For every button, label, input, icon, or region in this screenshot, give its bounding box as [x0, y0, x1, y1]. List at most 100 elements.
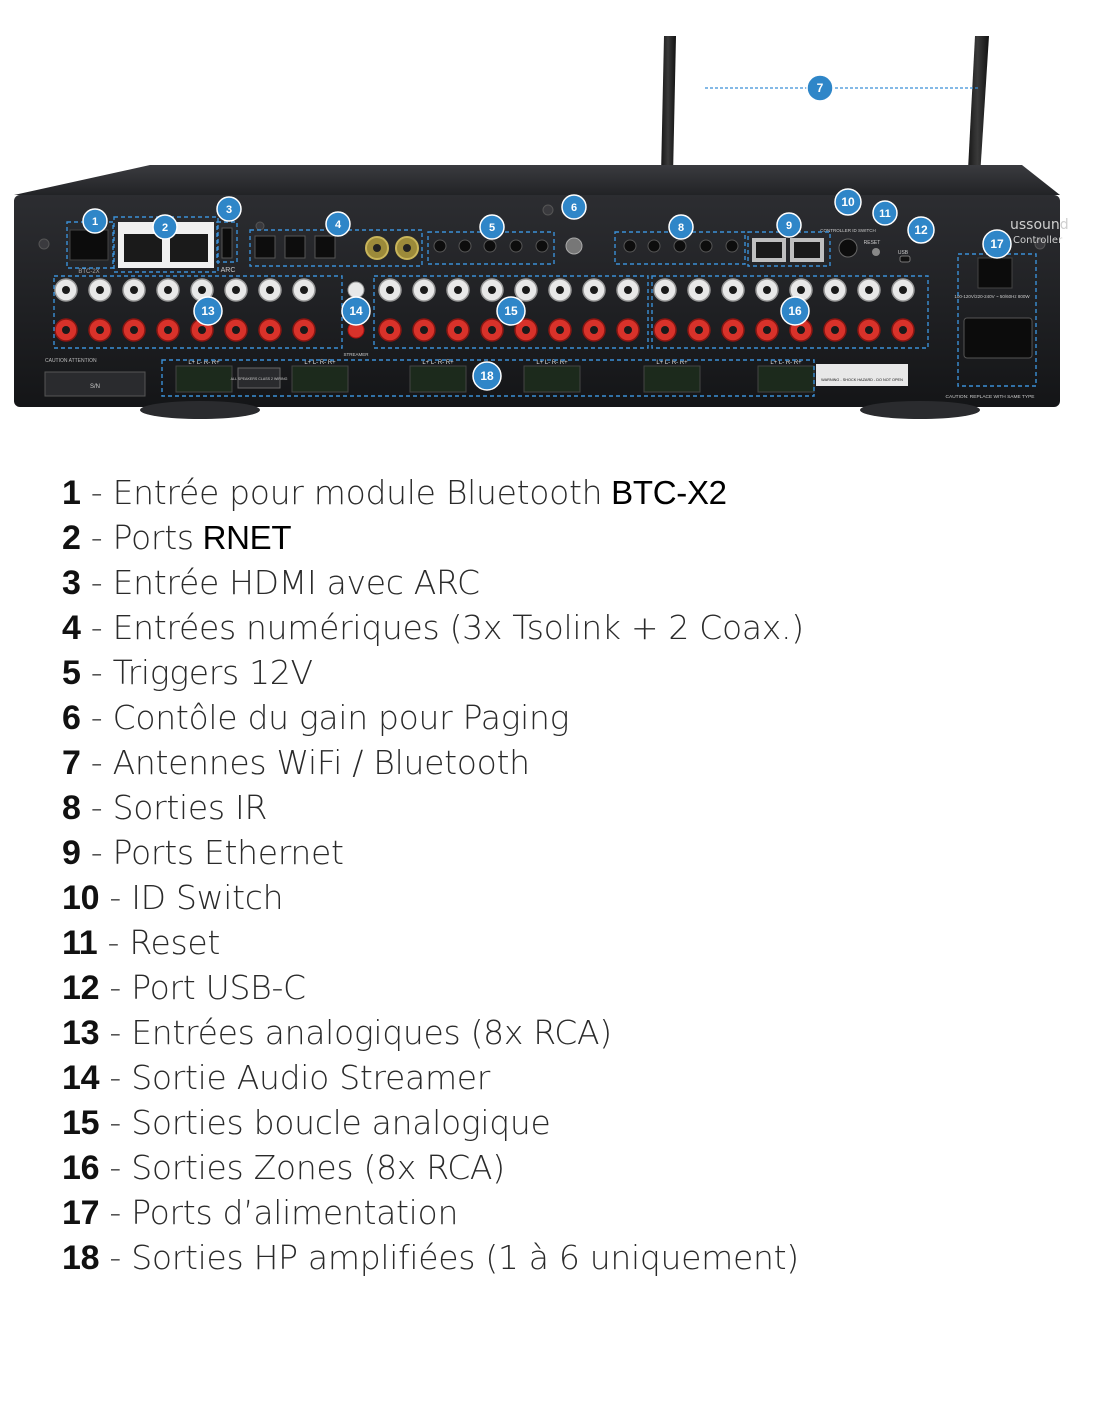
legend-text: Contôle du gain pour Paging [112, 698, 570, 737]
legend-separator: - [80, 608, 113, 647]
rca-jack-center [695, 326, 703, 334]
badge-label-15: 15 [504, 304, 518, 318]
foot-left [140, 401, 260, 419]
legend-text: Entrées numériques (3x Tsolink + 2 Coax.… [112, 608, 805, 647]
speaker-pin-label: L+ L- R- R+ [536, 360, 568, 366]
caution-replace-label: CAUTION: REPLACE WITH SAME TYPE [946, 394, 1035, 400]
btc-label: BTC-2X [78, 269, 99, 275]
badge-label-11: 11 [879, 208, 891, 220]
legend-item-14: 14 - Sortie Audio Streamer [62, 1055, 1062, 1100]
badge-label-14: 14 [349, 304, 363, 318]
streamer-label: STREAMER [343, 352, 369, 357]
rca-jack-center [198, 326, 206, 334]
legend-separator: - [99, 1013, 132, 1052]
badge-label-10: 10 [841, 195, 855, 209]
rca-jack-center [899, 286, 907, 294]
device-rear-panel: BTC-2X ARC CONTROLLER ID SWITCH [14, 36, 1069, 419]
badge-3 [216, 196, 242, 222]
rca-jack-center [232, 286, 240, 294]
legend-text: Sorties Zones (8x RCA) [131, 1148, 505, 1187]
legend-item-15: 15 - Sorties boucle analogique [62, 1100, 1062, 1145]
legend-number: 4 [62, 609, 81, 647]
legend-text: Triggers 12V [112, 653, 313, 692]
legend-number: 15 [62, 1104, 100, 1142]
rca-jack-center [556, 286, 564, 294]
legend-item-6: 6 - Contôle du gain pour Paging [62, 695, 1062, 740]
legend-text: Ports [112, 518, 194, 557]
btc-port [69, 229, 109, 261]
caution-attention-label: CAUTION ATTENTION [45, 358, 97, 364]
warning-label: WARNING - SHOCK HAZARD - DO NOT OPEN [821, 378, 903, 382]
legend-separator: - [99, 1103, 132, 1142]
rca-jack-center [590, 286, 598, 294]
legend-separator: - [80, 698, 113, 737]
legend-item-17: 17 - Ports d’alimentation [62, 1190, 1062, 1235]
speaker-terminal-block [523, 365, 581, 393]
legend-item-3: 3 - Entrée HDMI avec ARC [62, 560, 1062, 605]
legend-number: 6 [62, 699, 81, 737]
badge-16 [780, 296, 810, 326]
legend-number: 9 [62, 834, 81, 872]
legend-model-name: BTC-X2 [602, 474, 727, 511]
rca-jack-center [729, 326, 737, 334]
badge-11 [872, 200, 898, 226]
legend-separator: - [80, 833, 113, 872]
brand-sub: Controller [1013, 235, 1063, 246]
hdmi-port [221, 227, 233, 259]
badge-4 [325, 211, 351, 237]
badge-label-2: 2 [162, 222, 168, 234]
legend-separator: - [99, 1058, 132, 1097]
paging-gain-knob [565, 237, 583, 255]
legend-number: 8 [62, 789, 81, 827]
legend-text: Entrées analogiques (8x RCA) [131, 1013, 612, 1052]
rca-jack-center [300, 286, 308, 294]
legend-separator: - [80, 788, 113, 827]
legend-item-16: 16 - Sorties Zones (8x RCA) [62, 1145, 1062, 1190]
callout-box-18 [161, 359, 815, 397]
legend-text: Sortie Audio Streamer [131, 1058, 491, 1097]
legend-text: Port USB-C [131, 968, 306, 1007]
rca-jack-center [164, 286, 172, 294]
power-switch [977, 257, 1013, 289]
legend-model-name: RNET [193, 519, 292, 556]
badge-label-4: 4 [335, 219, 342, 231]
legend-number: 5 [62, 654, 81, 692]
rca-jack-center [62, 326, 70, 334]
rca-jack-center [899, 326, 907, 334]
legend-number: 14 [62, 1059, 100, 1097]
all-speakers-plate [237, 367, 281, 389]
legend-separator: - [80, 743, 113, 782]
rca-jack-center [556, 326, 564, 334]
streamer-jack-white [347, 281, 365, 299]
rca-jack-center [661, 286, 669, 294]
badge-label-16: 16 [788, 304, 802, 318]
legend-item-13: 13 - Entrées analogiques (8x RCA) [62, 1010, 1062, 1055]
legend-text: Sorties HP amplifiées (1 à 6 uniquement) [131, 1238, 799, 1277]
rca-jack-center [865, 326, 873, 334]
brand-logo: ussound [1010, 217, 1069, 233]
trigger-jacks [433, 239, 549, 253]
legend-number: 13 [62, 1014, 100, 1052]
legend-number: 10 [62, 879, 100, 917]
speaker-terminal-block [409, 365, 467, 393]
legend-item-7: 7 - Antennes WiFi / Bluetooth [62, 740, 1062, 785]
badge-label-13: 13 [201, 304, 215, 318]
speaker-terminal-block [757, 365, 815, 393]
legend-separator: - [99, 1148, 132, 1187]
callout-box-3 [216, 221, 238, 263]
badge-label-8: 8 [678, 222, 684, 234]
rca-jack-center [797, 326, 805, 334]
legend-text: Reset [129, 923, 221, 962]
badge-5 [479, 214, 505, 240]
legend-item-4: 4 - Entrées numériques (3x Tsolink + 2 C… [62, 605, 1062, 650]
rca-jack-center [266, 286, 274, 294]
rca-jack-center [62, 286, 70, 294]
rnet-jack-1 [124, 234, 162, 262]
rca-jack-center [130, 326, 138, 334]
speaker-pin-label: L+ L- R- R+ [188, 360, 220, 366]
legend-separator: - [80, 473, 113, 512]
coax-inputs [365, 236, 419, 260]
rca-jack-center [763, 286, 771, 294]
rca-jack-center [831, 286, 839, 294]
